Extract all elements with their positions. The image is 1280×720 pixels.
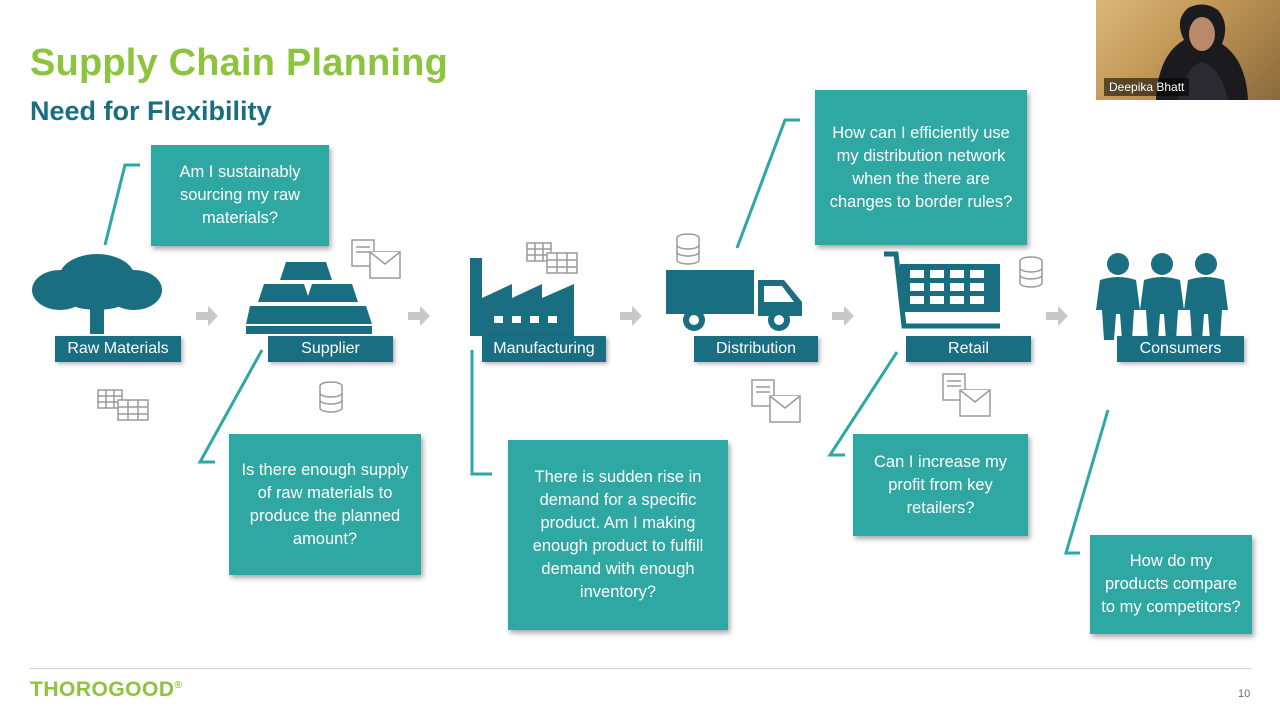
stage-label-supplier: Supplier bbox=[268, 336, 393, 362]
thorogood-logo: THOROGOOD® bbox=[30, 678, 182, 702]
arrow-right-icon bbox=[620, 306, 642, 326]
arrow-right-icon bbox=[1046, 306, 1068, 326]
arrow-right-icon bbox=[196, 306, 218, 326]
connector-raw-materials bbox=[103, 163, 140, 246]
factory-icon bbox=[470, 258, 574, 336]
database-icon bbox=[319, 381, 343, 413]
spreadsheet-icon bbox=[526, 242, 578, 274]
question-text: Is there enough supply of raw materials … bbox=[241, 460, 409, 548]
footer-divider bbox=[30, 668, 1252, 669]
question-box-supplier: Is there enough supply of raw materials … bbox=[229, 434, 421, 575]
participant-video-tile[interactable]: Deepika Bhatt bbox=[1096, 0, 1280, 100]
shopping-cart-icon bbox=[884, 251, 1000, 329]
question-box-retail: Can I increase my profit from key retail… bbox=[853, 434, 1028, 536]
connector-distribution bbox=[735, 118, 800, 249]
stage-label-manufacturing: Manufacturing bbox=[482, 336, 606, 362]
people-icon bbox=[1096, 253, 1228, 340]
slide-subtitle: Need for Flexibility bbox=[30, 96, 272, 126]
connector-retail bbox=[827, 351, 899, 457]
question-box-distribution: How can I efficiently use my distributio… bbox=[815, 90, 1027, 245]
question-box-raw-materials: Am I sustainably sourcing my raw materia… bbox=[151, 145, 329, 246]
database-icon bbox=[676, 233, 700, 265]
spreadsheet-icon bbox=[97, 389, 149, 421]
question-text: How do my products compare to my competi… bbox=[1101, 552, 1241, 616]
question-text: Can I increase my profit from key retail… bbox=[874, 452, 1007, 517]
page-number: 10 bbox=[1238, 688, 1251, 700]
tree-icon bbox=[32, 254, 162, 334]
envelope-icon bbox=[942, 373, 991, 417]
arrow-right-icon bbox=[832, 306, 854, 326]
stage-label-distribution: Distribution bbox=[694, 336, 818, 362]
question-box-consumers: How do my products compare to my competi… bbox=[1090, 535, 1252, 634]
participant-name: Deepika Bhatt bbox=[1104, 78, 1190, 96]
connector-manufacturing bbox=[470, 350, 492, 476]
logo-registered-mark: ® bbox=[174, 680, 183, 691]
slide-title: Supply Chain Planning bbox=[30, 42, 448, 84]
gold-bars-icon bbox=[246, 262, 372, 334]
question-box-manufacturing: There is sudden rise in demand for a spe… bbox=[508, 440, 728, 630]
envelope-icon bbox=[351, 239, 401, 279]
participant-avatar bbox=[1156, 4, 1248, 100]
connector-consumers bbox=[1063, 409, 1110, 555]
truck-icon bbox=[666, 270, 802, 331]
database-icon bbox=[1019, 256, 1043, 288]
stage-label-retail: Retail bbox=[906, 336, 1031, 362]
stage-label-consumers: Consumers bbox=[1117, 336, 1244, 362]
question-text: How can I efficiently use my distributio… bbox=[829, 123, 1013, 211]
question-text: There is sudden rise in demand for a spe… bbox=[532, 468, 704, 601]
connector-supplier bbox=[197, 349, 264, 464]
question-text: Am I sustainably sourcing my raw materia… bbox=[179, 163, 301, 227]
envelope-icon bbox=[751, 379, 801, 423]
logo-text: THOROGOOD bbox=[30, 678, 175, 701]
stage-label-raw-materials: Raw Materials bbox=[55, 336, 181, 362]
arrow-right-icon bbox=[408, 306, 430, 326]
